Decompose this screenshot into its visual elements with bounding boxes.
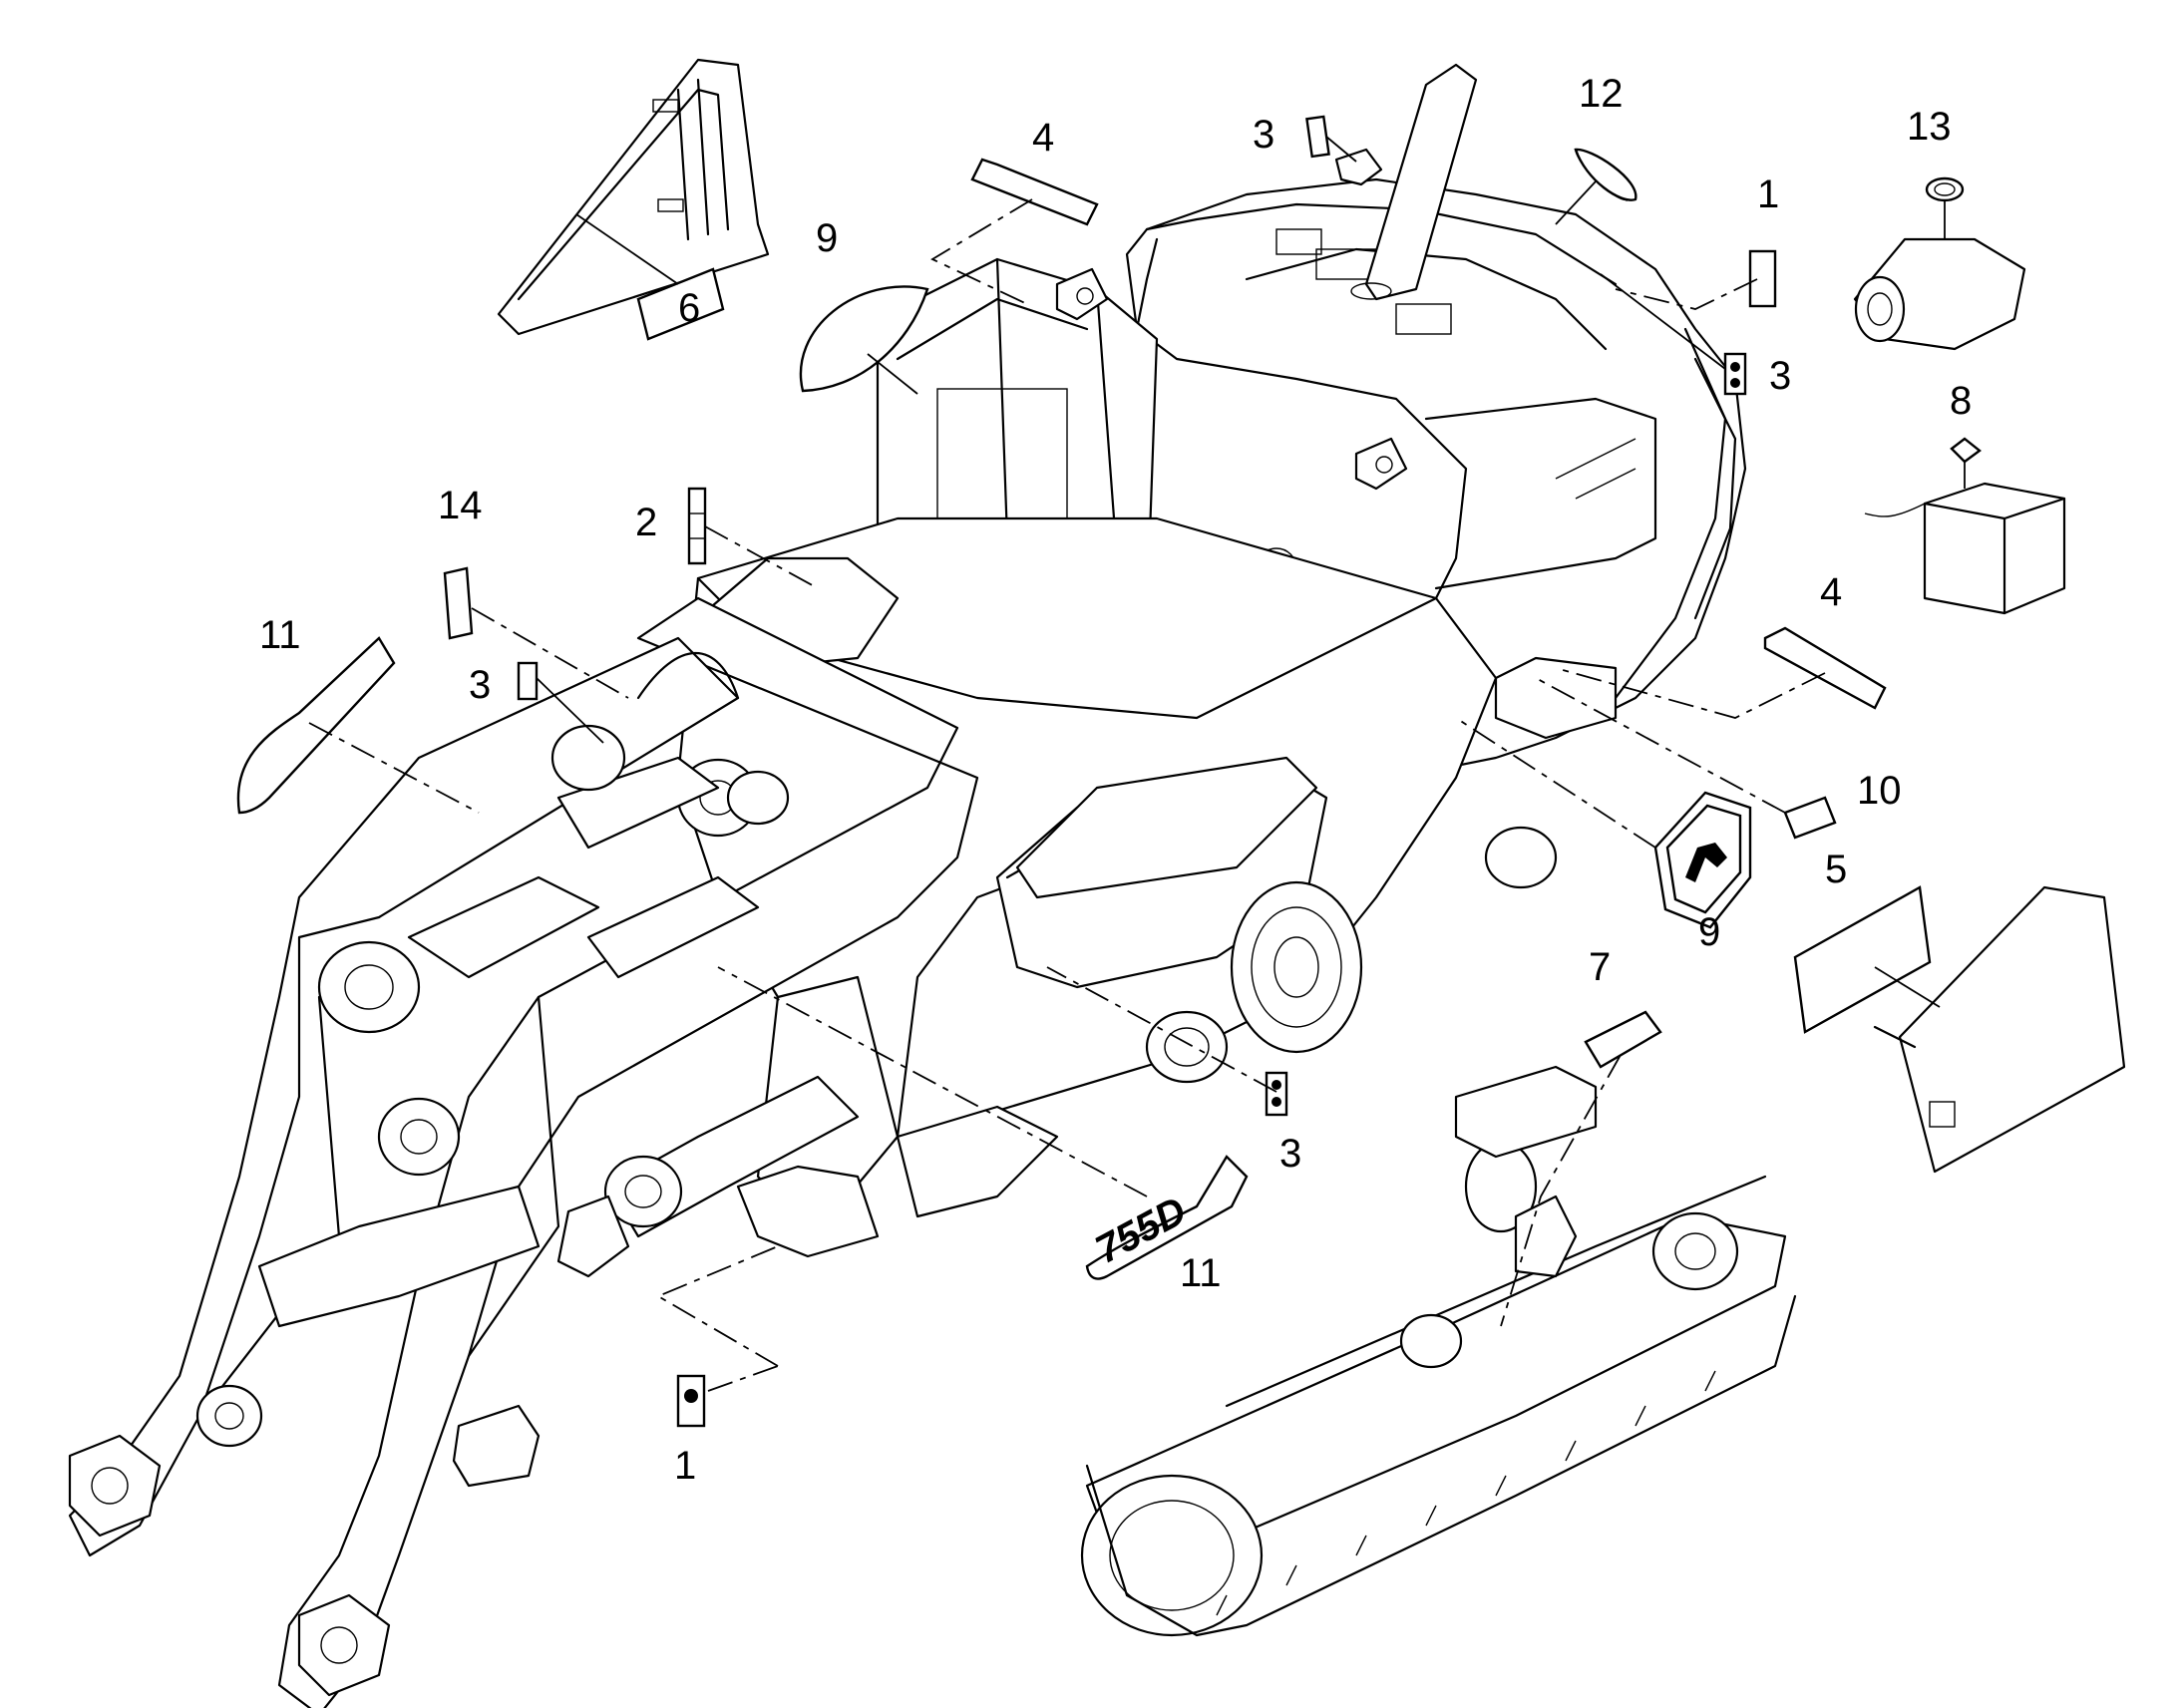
decal-5 xyxy=(1793,885,1932,1034)
decal-11-model xyxy=(1085,1155,1249,1280)
callout-3-right: 3 xyxy=(1769,354,1791,398)
callout-5: 5 xyxy=(1825,848,1847,891)
callout-11-bottom: 11 xyxy=(1180,1251,1222,1295)
leader-lines xyxy=(308,136,1966,1392)
callout-10: 10 xyxy=(1857,769,1902,813)
decal-8 xyxy=(1584,1010,1662,1069)
callout-11-left: 11 xyxy=(259,613,301,657)
decal-3-left xyxy=(517,661,539,701)
callout-2: 2 xyxy=(635,501,657,544)
callout-7: 8 xyxy=(1950,379,1972,423)
decal-9-oval xyxy=(799,285,929,393)
decal-4-top xyxy=(970,158,1099,226)
decal-2 xyxy=(687,487,707,565)
battery-unit xyxy=(1864,482,2066,615)
machine-chassis xyxy=(676,63,1747,1258)
decal-3-center xyxy=(1265,1071,1288,1117)
decal-11-left xyxy=(236,636,396,815)
callout-13: 13 xyxy=(1907,105,1952,149)
decal-4-right xyxy=(1763,626,1887,710)
callout-1-top: 1 xyxy=(1757,172,1779,216)
left-cab-side-panel xyxy=(497,58,770,336)
callout-labels: 6 9 4 3 12 1 3 13 8 2 14 3 11 4 10 5 9 7… xyxy=(259,72,1972,1488)
right-rear-side-panel xyxy=(1873,885,2126,1174)
callout-6: 6 xyxy=(678,286,700,330)
decal-1-top xyxy=(1748,249,1777,308)
decal-3-right xyxy=(1723,352,1747,396)
callout-3-top: 3 xyxy=(1253,113,1274,157)
decal-13 xyxy=(1925,176,1965,202)
decal-7 xyxy=(1950,437,1982,464)
callout-1-bottom: 1 xyxy=(674,1444,696,1488)
decal-6 xyxy=(636,267,725,341)
decal-10 xyxy=(1783,796,1837,840)
decal-3-top xyxy=(1305,115,1330,159)
model-decal-text: 755D xyxy=(1089,1189,1194,1272)
hydraulic-cylinders xyxy=(407,651,860,1278)
callout-3-left: 3 xyxy=(469,663,491,707)
callout-12: 12 xyxy=(1579,72,1624,116)
callout-14: 14 xyxy=(438,484,483,527)
callout-4-right: 4 xyxy=(1820,570,1842,614)
callout-4-top: 4 xyxy=(1032,116,1054,160)
track-frame-assembly xyxy=(1080,1065,1797,1637)
callout-8: 7 xyxy=(1589,945,1611,989)
callout-9-logo: 9 xyxy=(1698,910,1720,954)
callout-9-left: 9 xyxy=(816,216,838,260)
horn-unit xyxy=(1853,237,2026,351)
decal-14 xyxy=(443,566,474,640)
callout-3-center: 3 xyxy=(1279,1132,1301,1176)
decals: 755D xyxy=(236,115,1982,1428)
